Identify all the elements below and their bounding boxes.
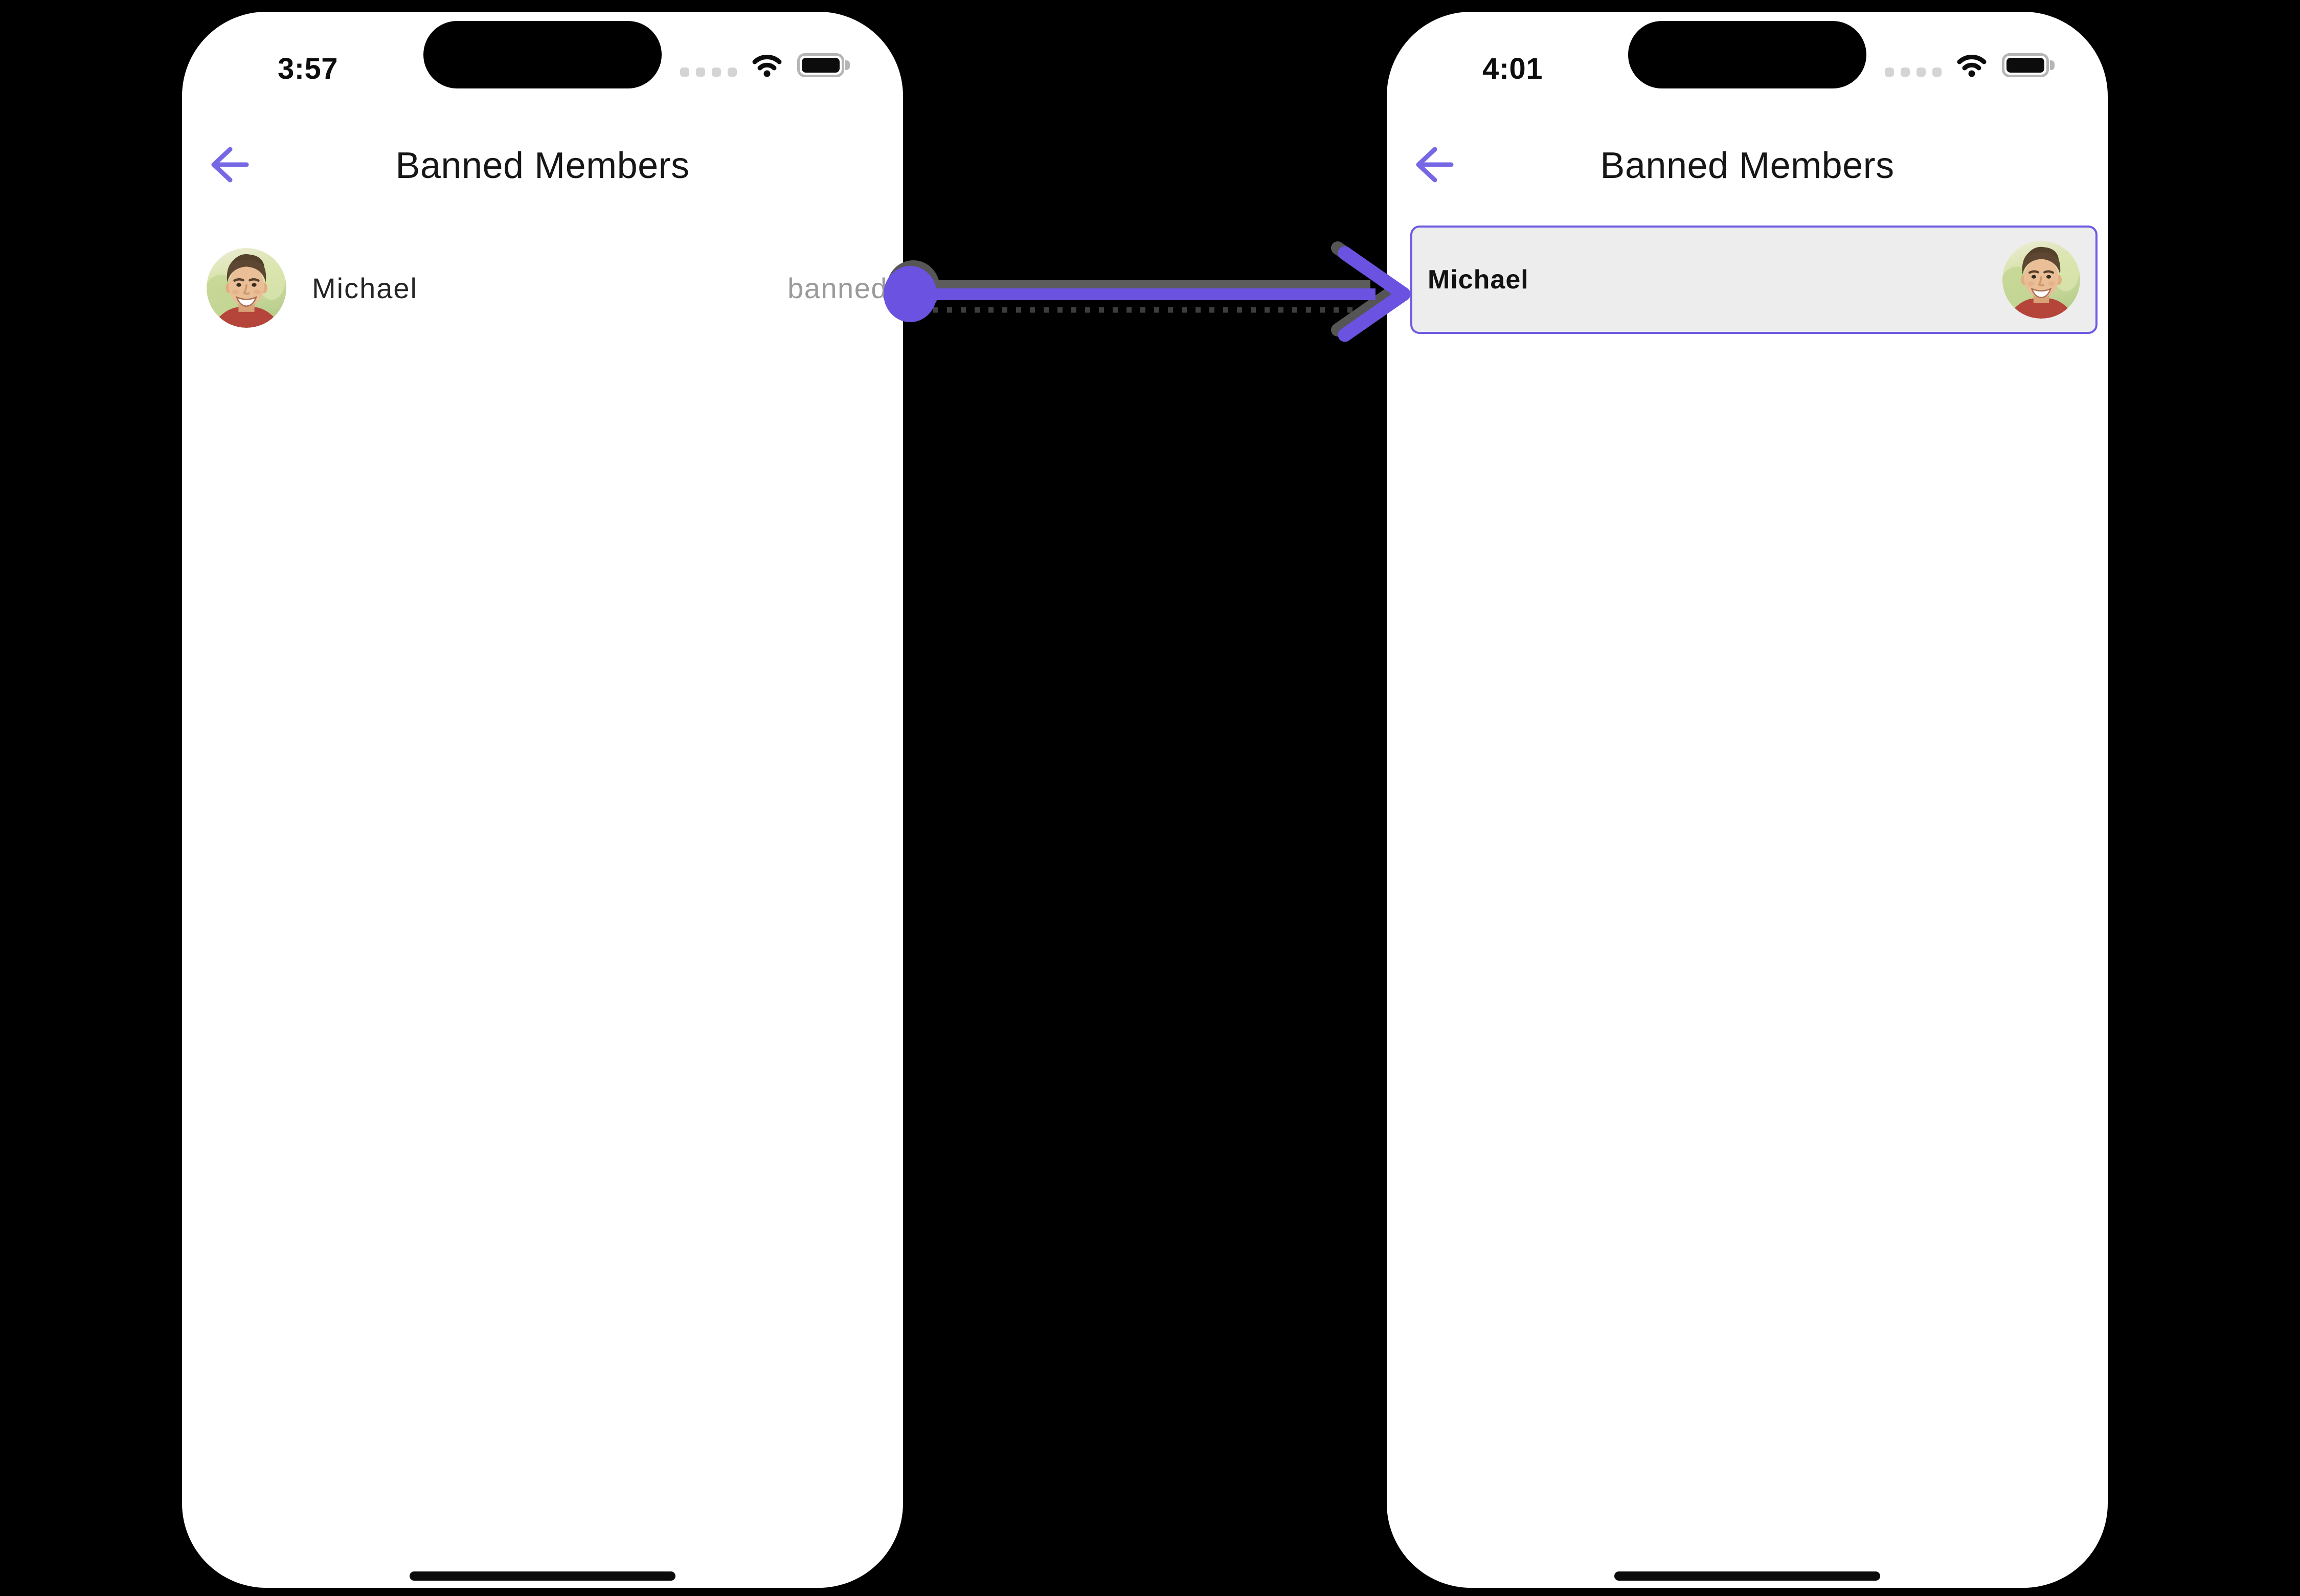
status-bar: 3:57 [182, 12, 903, 104]
arrow-left-icon [1411, 143, 1454, 186]
dynamic-island [423, 21, 662, 88]
battery-icon [2002, 53, 2055, 77]
member-name: Michael [1428, 265, 1529, 295]
page-title: Banned Members [1600, 145, 1895, 186]
back-button[interactable] [207, 143, 250, 186]
member-name: Michael [312, 272, 418, 304]
battery-icon [797, 53, 850, 77]
banned-status-label: banned [787, 272, 888, 304]
status-time: 3:57 [277, 52, 339, 85]
status-bar: 4:01 [1387, 12, 2108, 104]
banned-member-card[interactable]: Michael [1410, 226, 2098, 334]
wifi-icon [751, 53, 783, 77]
member-avatar [207, 248, 286, 328]
status-time: 4:01 [1482, 52, 1543, 85]
transition-arrow [869, 235, 1432, 358]
status-icons [1885, 53, 2055, 77]
arrow-left-icon [207, 143, 250, 186]
home-indicator[interactable] [1614, 1571, 1880, 1581]
wifi-icon [1956, 53, 1988, 77]
status-icons [680, 53, 850, 77]
back-button[interactable] [1411, 143, 1454, 186]
member-avatar [2002, 241, 2080, 319]
home-indicator[interactable] [410, 1571, 675, 1581]
phone-before: 3:57 [182, 12, 903, 1588]
cellular-signal-icon [680, 68, 737, 77]
screen-header: Banned Members [182, 142, 903, 189]
phone-after: 4:01 [1387, 12, 2108, 1588]
page-title: Banned Members [395, 145, 690, 186]
dynamic-island [1628, 21, 1866, 88]
cellular-signal-icon [1885, 68, 1942, 77]
screen-header: Banned Members [1387, 142, 2108, 189]
banned-member-row[interactable]: Michael banned [207, 244, 888, 331]
